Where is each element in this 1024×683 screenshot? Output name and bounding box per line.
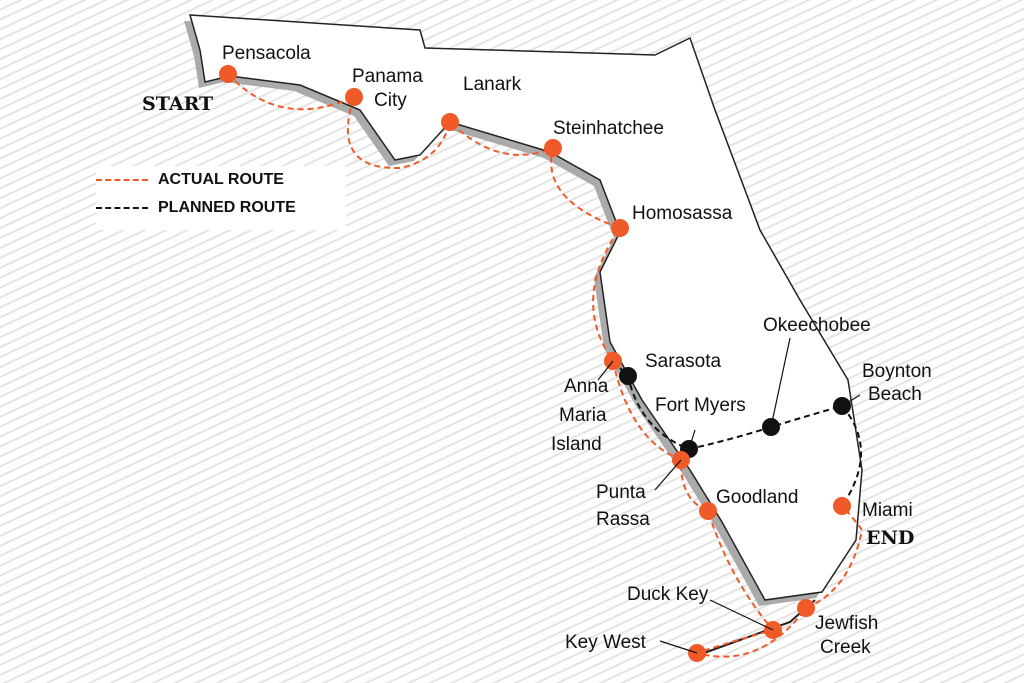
florida-land [188, 14, 863, 601]
label-anna: Anna [564, 376, 609, 397]
legend-actual-label: ACTUAL ROUTE [158, 171, 284, 188]
label-beach: Beach [868, 384, 922, 405]
stop-homosassa[interactable] [611, 219, 629, 237]
planned-route-swatch [96, 207, 148, 209]
label-duck-key: Duck Key [627, 584, 709, 605]
label-panama: Panama [352, 66, 423, 87]
stop-jewfish-creek[interactable] [797, 599, 815, 617]
leader-lines [597, 337, 861, 654]
label-steinhatchee: Steinhatchee [553, 118, 664, 139]
label-pensacola: Pensacola [222, 43, 311, 64]
florida-keys [689, 599, 816, 659]
label-okeechobee: Okeechobee [763, 315, 871, 336]
label-maria: Maria [559, 405, 607, 426]
label-goodland: Goodland [716, 487, 798, 508]
actual-route-swatch [96, 179, 148, 181]
legend-planned-label: PLANNED ROUTE [158, 199, 296, 216]
start-marker: START [142, 93, 213, 115]
stop-miami[interactable] [833, 497, 851, 515]
label-miami: Miami [862, 500, 913, 521]
label-rassa: Rassa [596, 509, 650, 530]
end-marker: END [866, 527, 914, 549]
stop-panama-city[interactable] [345, 88, 363, 106]
label-punta: Punta [596, 482, 646, 503]
legend: ACTUAL ROUTE PLANNED ROUTE [96, 166, 346, 230]
legend-actual: ACTUAL ROUTE [96, 166, 346, 194]
stop-steinhatchee[interactable] [544, 139, 562, 157]
label-lanark: Lanark [463, 74, 522, 95]
label-island: Island [551, 434, 602, 455]
stop-lanark[interactable] [441, 113, 459, 131]
label-boynton: Boynton [862, 361, 932, 382]
label-fort-myers: Fort Myers [655, 395, 746, 416]
stop-pensacola[interactable] [219, 65, 237, 83]
stop-sarasota[interactable] [619, 367, 637, 385]
label-homosassa: Homosassa [632, 203, 733, 224]
legend-planned: PLANNED ROUTE [96, 194, 346, 222]
label-city: City [374, 90, 407, 111]
label-key-west: Key West [565, 632, 647, 653]
stop-goodland[interactable] [699, 502, 717, 520]
label-creek: Creek [820, 637, 871, 658]
label-sarasota: Sarasota [645, 351, 721, 372]
label-jewfish: Jewfish [815, 613, 878, 634]
actual-route [227, 73, 864, 658]
